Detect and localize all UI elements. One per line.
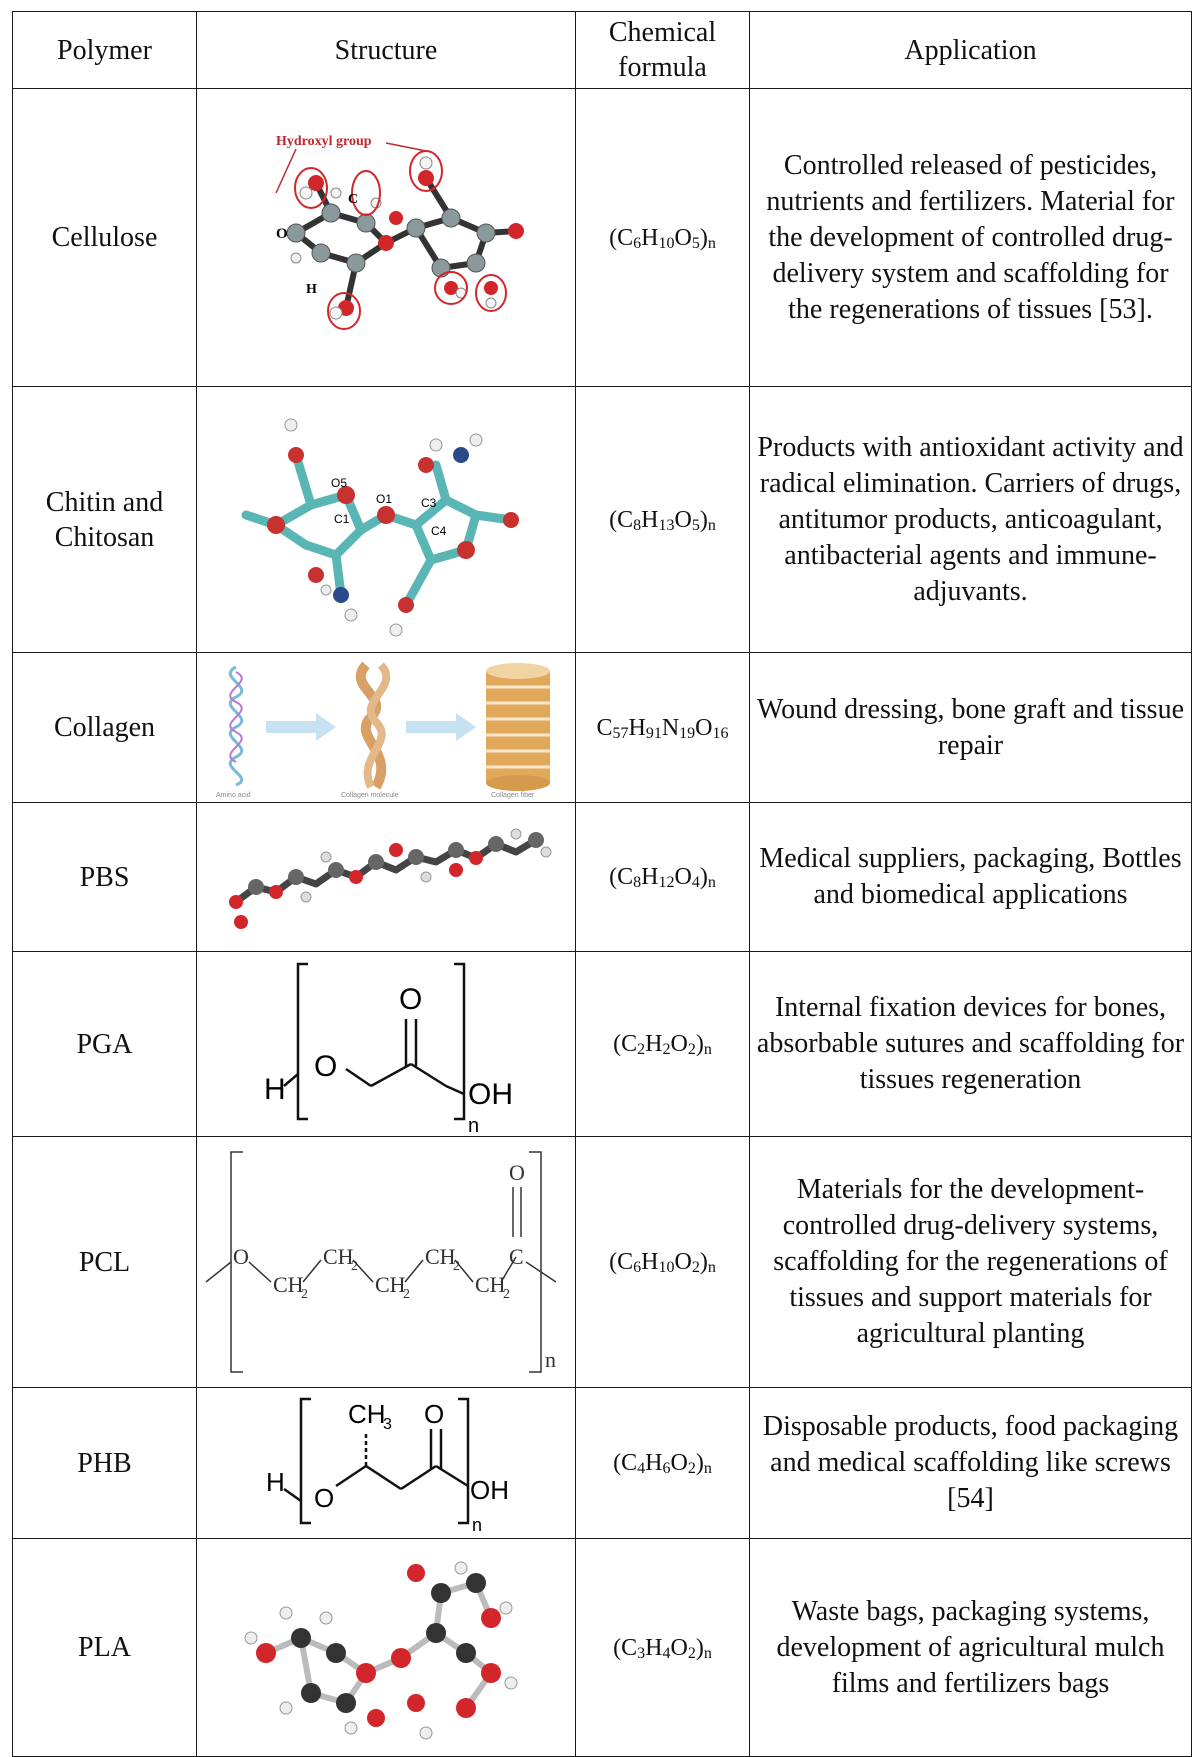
repeat-n-label: n <box>468 1115 479 1134</box>
chemical-formula: (C2H2O2)n <box>575 951 750 1137</box>
application-text: Materials for the development-controlled… <box>749 1136 1192 1388</box>
chemical-formula: (C6H10O2)n <box>575 1136 750 1388</box>
polymer-name: PBS <box>12 802 197 952</box>
collagen-fiber-label: Collagen fiber <box>491 792 535 799</box>
c4-label: C4 <box>431 524 447 538</box>
collagen-molecule-label: Collagen molecule <box>341 792 399 799</box>
header-row: Polymer Structure Chemical formula Appli… <box>12 11 1192 89</box>
polymer-name: PCL <box>12 1136 197 1388</box>
chemical-formula: (C8H12O4)n <box>575 802 750 952</box>
ch2-subscript: 2 <box>403 1287 410 1302</box>
header-chemical-formula: Chemical formula <box>575 11 750 89</box>
pla-molecule-image <box>244 1561 518 1739</box>
table-row: Chitin and Chitosan <box>12 386 1192 653</box>
table-row: PLA (C3H4O2)n <box>12 1538 1192 1757</box>
structure-image-collagen: Amino acid Collagen molecule Collagen fi… <box>196 652 576 803</box>
structure-image-pga: H O O OH n <box>196 951 576 1137</box>
header-application: Application <box>749 11 1192 89</box>
ch2-group-label: CH <box>425 1244 456 1269</box>
application-text: Medical suppliers, packaging, Bottles an… <box>749 802 1192 952</box>
chemical-formula: (C6H10O5)n <box>575 88 750 387</box>
polymer-name: Collagen <box>12 652 197 803</box>
carbonyl-carbon-label: C <box>509 1244 524 1269</box>
methyl-group-label: CH <box>348 1399 386 1429</box>
structure-image-cellulose: Hydroxyl group <box>196 88 576 387</box>
polymer-name: PLA <box>12 1538 197 1757</box>
table-row: PBS (C8H12O4)n Medical suppliers, packag… <box>12 802 1192 952</box>
table-row: Cellulose Hydroxyl group <box>12 88 1192 387</box>
oxygen-label: O <box>276 226 288 242</box>
structure-image-phb: H O CH 3 O OH n <box>196 1387 576 1539</box>
c3-label: C3 <box>421 496 437 510</box>
polymer-name: PHB <box>12 1387 197 1539</box>
structure-image-chitin: O5 O1 C1 C3 C4 <box>196 386 576 653</box>
polymer-name: Chitin and Chitosan <box>12 386 197 653</box>
application-text: Internal fixation devices for bones, abs… <box>749 951 1192 1137</box>
chitin-molecule-image: O5 O1 C1 C3 C4 <box>241 418 519 636</box>
application-text: Controlled released of pesticides, nutri… <box>749 88 1192 387</box>
o5-label: O5 <box>331 476 347 490</box>
polymer-table: Polymer Structure Chemical formula Appli… <box>12 11 1192 1757</box>
c1-label: C1 <box>334 512 350 526</box>
carbon-label: C <box>348 192 358 207</box>
hydrogen-end-label: H <box>266 1467 285 1497</box>
carbonyl-oxygen-label: O <box>509 1160 525 1185</box>
chemical-formula: (C4H6O2)n <box>575 1387 750 1539</box>
table-row: PGA H O O <box>12 951 1192 1137</box>
header-polymer: Polymer <box>12 11 197 89</box>
pga-structure-formula: H O O OH n <box>264 962 513 1134</box>
carbonyl-oxygen-label: O <box>399 983 422 1016</box>
ether-oxygen-label: O <box>314 1050 337 1083</box>
ether-oxygen-label: O <box>314 1483 334 1513</box>
ch2-subscript: 2 <box>503 1287 510 1302</box>
table-row: PHB H O <box>12 1387 1192 1539</box>
ch2-subscript: 2 <box>351 1259 358 1274</box>
ch2-group-label: CH <box>273 1272 304 1297</box>
ch2-subscript: 2 <box>301 1287 308 1302</box>
chemical-formula: (C3H4O2)n <box>575 1538 750 1757</box>
phb-structure-formula: H O CH 3 O OH n <box>266 1397 509 1535</box>
repeat-n-label: n <box>472 1515 482 1535</box>
ch2-subscript: 2 <box>453 1259 460 1274</box>
structure-image-pcl: O CH 2 CH 2 CH 2 CH 2 CH 2 C O n <box>196 1136 576 1388</box>
table-row: Collagen Amino <box>12 652 1192 803</box>
hydroxyl-end-label: OH <box>468 1078 513 1111</box>
header-structure: Structure <box>196 11 576 89</box>
polymer-name: Cellulose <box>12 88 197 387</box>
collagen-structure-image: Amino acid Collagen molecule Collagen fi… <box>216 661 550 799</box>
application-text: Disposable products, food packaging and … <box>749 1387 1192 1539</box>
application-text: Products with antioxidant activity and r… <box>749 386 1192 653</box>
hydroxyl-group-label: Hydroxyl group <box>276 134 372 149</box>
application-text: Waste bags, packaging systems, developme… <box>749 1538 1192 1757</box>
ch2-group-label: CH <box>375 1272 406 1297</box>
chemical-formula: C57H91N19O16 <box>575 652 750 803</box>
pbs-molecule-image <box>229 828 552 929</box>
structure-image-pbs <box>196 802 576 952</box>
methyl-subscript: 3 <box>383 1416 392 1433</box>
hydrogen-label: H <box>306 282 317 297</box>
hydrogen-end-label: H <box>264 1073 286 1106</box>
hydroxyl-end-label: OH <box>470 1475 509 1505</box>
cellulose-molecule-image: Hydroxyl group <box>275 134 524 330</box>
ch2-group-label: CH <box>323 1244 354 1269</box>
chemical-formula: (C8H13O5)n <box>575 386 750 653</box>
application-text: Wound dressing, bone graft and tissue re… <box>749 652 1192 803</box>
carbonyl-oxygen-label: O <box>424 1399 444 1429</box>
structure-image-pla <box>196 1538 576 1757</box>
pcl-structure-formula: O CH 2 CH 2 CH 2 CH 2 CH 2 C O n <box>205 1151 557 1373</box>
polymer-name: PGA <box>12 951 197 1137</box>
o1-label: O1 <box>376 492 392 506</box>
pcl-oxygen-label: O <box>233 1244 249 1269</box>
repeat-n-label: n <box>545 1347 556 1372</box>
ch2-group-label: CH <box>475 1272 506 1297</box>
table-row: PCL <box>12 1136 1192 1388</box>
amino-acid-label: Amino acid <box>216 792 251 799</box>
